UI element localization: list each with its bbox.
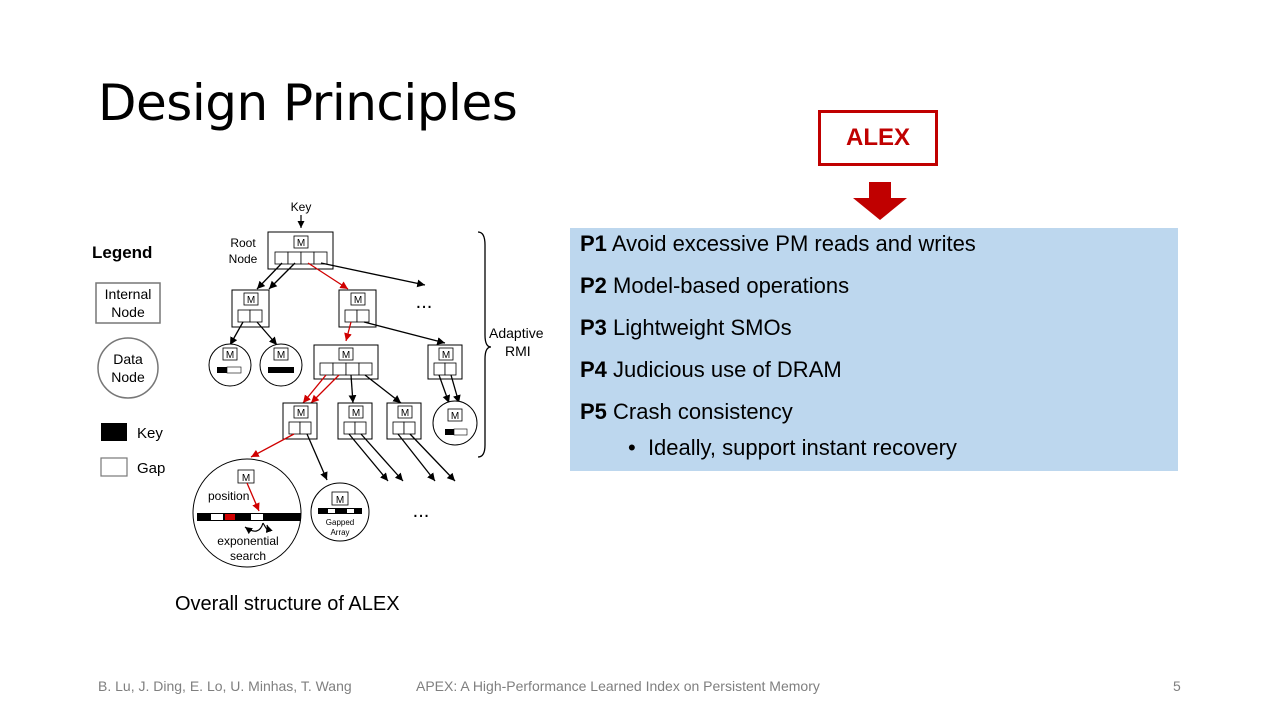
data-node-l3-right: M	[432, 400, 478, 446]
svg-text:M: M	[297, 238, 305, 249]
adaptive-rmi-brace	[477, 231, 492, 458]
svg-text:M: M	[401, 408, 409, 419]
svg-text:M: M	[442, 350, 450, 361]
down-arrow-icon	[853, 182, 907, 220]
principles-box: P1 Avoid excessive PM reads and writes P…	[570, 228, 1178, 471]
key-label: Key	[291, 200, 312, 214]
gapped-label: Gapped	[326, 518, 354, 527]
legend-data-text-1: Data	[113, 351, 143, 367]
svg-text:M: M	[277, 350, 285, 361]
svg-text:M: M	[226, 350, 234, 361]
svg-text:M: M	[297, 408, 305, 419]
principle-p4: P4 Judicious use of DRAM	[580, 357, 842, 382]
array-label: Array	[330, 528, 349, 537]
principle-p1: P1 Avoid excessive PM reads and writes	[580, 231, 976, 256]
principle-p3: P3 Lightweight SMOs	[580, 315, 792, 340]
data-node-gapped-array: M Gapped Array	[310, 482, 370, 542]
alex-structure-diagram: Legend Internal Node Data Node Key Gap K…	[92, 200, 544, 568]
svg-text:M: M	[242, 473, 250, 484]
rmi-label: RMI	[505, 343, 531, 359]
legend-gap-label: Gap	[137, 460, 165, 477]
alex-box: ALEX	[818, 110, 938, 166]
root-label-1: Root	[230, 236, 256, 250]
svg-text:M: M	[336, 495, 344, 506]
principle-p5-bullet: • Ideally, support instant recovery	[628, 435, 957, 460]
legend-internal-node	[95, 282, 161, 324]
svg-text:M: M	[451, 411, 459, 422]
data-node-l2-a: M	[208, 343, 252, 387]
legend-data-text-2: Node	[111, 369, 145, 385]
internal-node-l2-wide: M	[313, 344, 379, 380]
alex-label: ALEX	[845, 124, 910, 151]
legend-internal-text-2: Node	[111, 304, 145, 320]
data-node-exponential-search: M position exponential search	[192, 458, 302, 568]
adaptive-label: Adaptive	[489, 325, 544, 341]
ellipsis-bottom: ...	[413, 500, 430, 522]
svg-text:M: M	[352, 408, 360, 419]
root-label-2: Node	[229, 252, 258, 266]
ellipsis-top: ...	[416, 291, 433, 313]
exponential-label: exponential	[217, 534, 278, 548]
internal-node-l1-mid: M	[338, 289, 377, 328]
footer-authors: B. Lu, J. Ding, E. Lo, U. Minhas, T. Wan…	[98, 678, 352, 694]
footer-paper-title: APEX: A High-Performance Learned Index o…	[416, 678, 820, 694]
data-node-l2-b: M	[259, 343, 303, 387]
diagram-caption: Overall structure of ALEX	[175, 593, 400, 615]
principle-p5: P5 Crash consistency	[580, 399, 793, 424]
legend-internal-text-1: Internal	[105, 286, 152, 302]
svg-text:M: M	[354, 295, 362, 306]
root-node: M	[267, 231, 334, 270]
page-number: 5	[1173, 678, 1181, 694]
legend-gap-swatch	[100, 457, 128, 477]
svg-text:M: M	[247, 295, 255, 306]
internal-node-l3-a: M	[282, 402, 318, 440]
internal-node-l3-b: M	[337, 402, 373, 440]
legend-key-swatch	[101, 423, 127, 441]
legend-key-label: Key	[137, 425, 163, 442]
legend-data-node	[97, 337, 159, 399]
legend-title: Legend	[92, 243, 152, 262]
internal-node-l2-right: M	[427, 344, 463, 380]
internal-node-l1-left: M	[231, 289, 270, 328]
svg-text:M: M	[342, 350, 350, 361]
position-label: position	[208, 489, 249, 503]
principle-p2: P2 Model-based operations	[580, 273, 850, 298]
page-title: Design Principles	[98, 74, 518, 132]
search-label: search	[230, 549, 266, 563]
internal-node-l3-c: M	[386, 402, 422, 440]
bullet-icon: •	[628, 435, 648, 460]
